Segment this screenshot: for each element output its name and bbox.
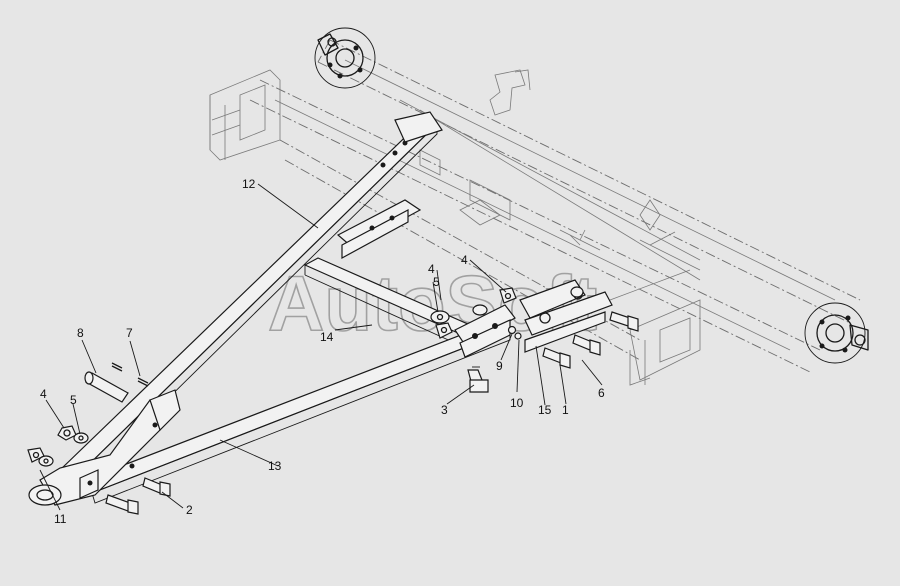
nut-washer-upper-right [499, 286, 584, 304]
callout-labels: 12 8 7 4 5 11 13 2 14 3 4 5 4 9 10 15 1 … [40, 177, 605, 526]
pin-8 [84, 371, 129, 403]
callout-4: 4 [461, 253, 468, 267]
callout-9: 9 [496, 359, 503, 373]
right-wheel-hub [804, 302, 869, 364]
bolt-3 [467, 366, 489, 393]
left-wheel-hub [314, 27, 376, 89]
callout-6: 6 [598, 386, 605, 400]
callout-5: 5 [70, 393, 77, 407]
callout-15: 15 [538, 403, 552, 417]
callout-4: 4 [40, 387, 47, 401]
callout-13: 13 [268, 459, 282, 473]
nut-washer-center [430, 304, 488, 339]
nut-washer-front [27, 425, 89, 467]
callout-8: 8 [77, 326, 84, 340]
nuts-9-10 [507, 325, 522, 340]
callout-1: 1 [562, 403, 569, 417]
callout-3: 3 [441, 403, 448, 417]
bolts-right [542, 311, 639, 369]
callout-14: 14 [320, 330, 334, 344]
callout-7: 7 [126, 326, 133, 340]
callout-5: 4 [428, 262, 435, 276]
callout-11: 11 [54, 512, 67, 526]
rear-clamp-plates [519, 279, 613, 353]
callout-2: 2 [186, 503, 193, 517]
bolts-front-2 [105, 477, 171, 515]
cotter-pins-7 [111, 362, 149, 387]
leader-lines [39, 183, 603, 511]
hitch-tongue [28, 389, 181, 506]
callout-10: 10 [510, 396, 524, 410]
callout-12: 12 [242, 177, 256, 191]
callout-4: 5 [433, 275, 440, 289]
